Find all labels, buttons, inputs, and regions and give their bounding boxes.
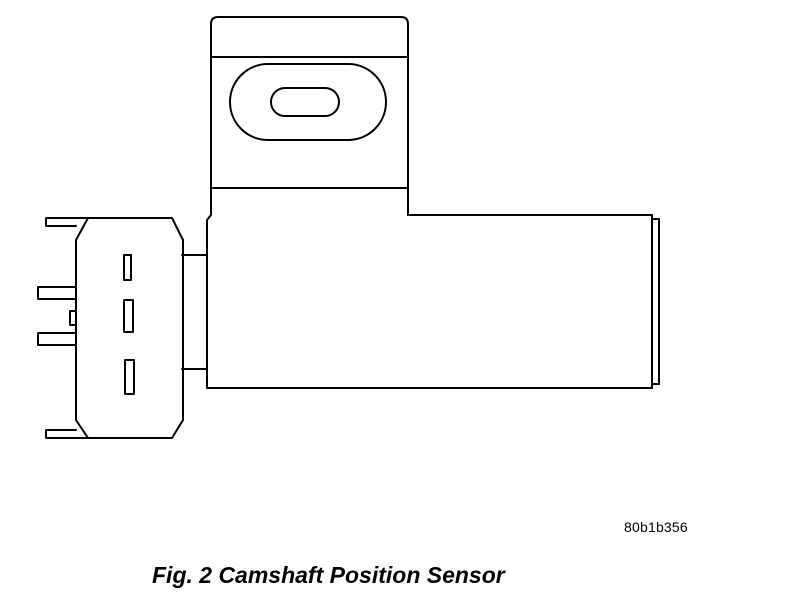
mounting-slot [229, 63, 387, 141]
sensor-body [206, 214, 660, 389]
electrical-connector [37, 217, 184, 439]
figure-caption: Fig. 2 Camshaft Position Sensor [152, 562, 505, 588]
figure-reference-code: 80b1b356 [624, 519, 688, 535]
terminal-slots [123, 254, 135, 395]
connector-neck [181, 254, 208, 370]
mounting-flange [210, 16, 409, 216]
